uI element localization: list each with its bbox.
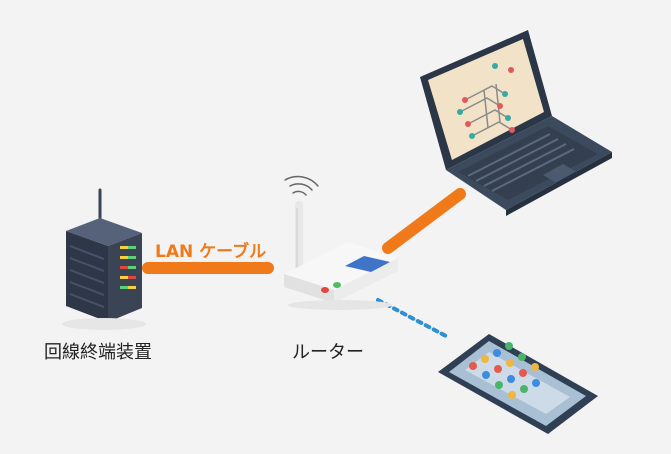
tablet-app-icons — [469, 342, 540, 399]
router-label: ルーター — [292, 342, 364, 363]
screen-circuit-nodes — [457, 63, 515, 139]
lan-cable-label: LAN ケーブル — [155, 242, 267, 262]
network-terminal-label: 回線終端装置 — [44, 342, 152, 363]
keyboard-keys — [467, 133, 575, 192]
tablet-icon — [438, 334, 598, 434]
screen-circuit-pattern — [459, 83, 513, 137]
wifi-router-icon — [284, 175, 398, 310]
laptop-icon — [420, 30, 612, 216]
lan-cable-router-laptop — [382, 188, 466, 254]
wifi-signal-icon — [284, 175, 319, 196]
network-terminal-icon — [62, 188, 146, 330]
